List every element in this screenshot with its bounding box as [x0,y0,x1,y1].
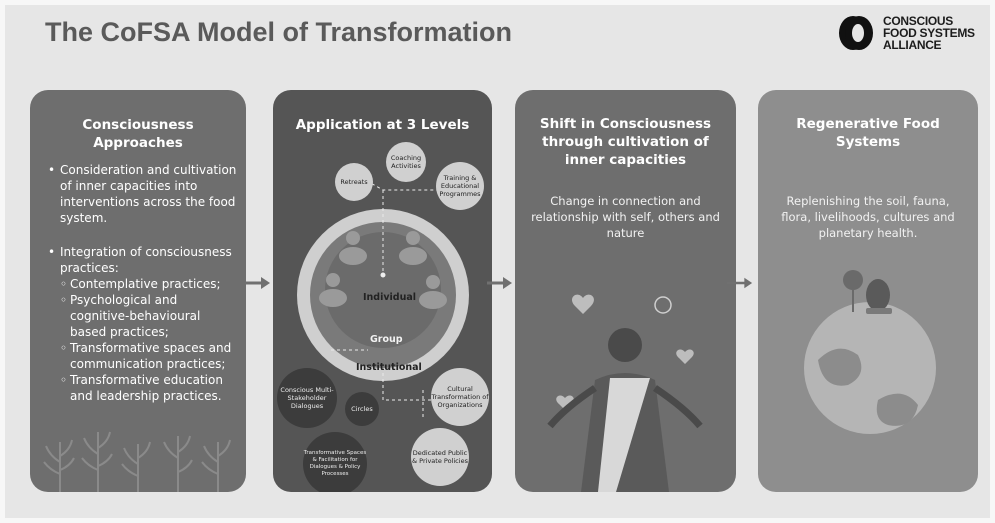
node-transformative-spaces: Transformative Spaces & Facilitation for… [303,432,367,492]
bullet-item: Integration of consciousness practices: [48,244,238,276]
level-individual: Individual [363,292,417,303]
logo-ring-icon [837,14,875,52]
node-retreats: Retreats [335,163,373,201]
diagram-canvas: The CoFSA Model of Transformation CONSCI… [5,5,990,518]
panel-description: Change in connection and relationship wi… [531,194,720,240]
node-training: Training & Educational Programmes [436,162,484,210]
sub-bullet-item: Transformative spaces and communication … [48,340,238,372]
arrow-right-icon [727,277,753,289]
panel-title: Shift in Consciousness through cultivati… [539,116,712,168]
level-group: Group [370,334,403,345]
sub-bullet-item: Psychological and cognitive-behavioural … [48,292,238,340]
cofsa-logo: CONSCIOUS FOOD SYSTEMS ALLIANCE [837,11,975,55]
node-coaching: Coaching Activities [386,142,426,182]
panel-title: Application at 3 Levels [295,117,470,133]
sub-bullet-item: Transformative education and leadership … [48,372,238,404]
level-institutional: Institutional [356,362,422,373]
arrow-right-icon [487,277,512,289]
panel-shift-in-consciousness: Shift in Consciousness through cultivati… [515,90,736,492]
node-multi-stakeholder: Conscious Multi-Stakeholder Dialogues [277,368,337,428]
node-circles: Circles [345,392,379,426]
logo-line-1: CONSCIOUS [883,14,953,28]
panel-application-3-levels: Application at 3 Levels Individual Group… [273,90,492,492]
panel-title: Regenerative Food Systems [796,116,940,150]
levels-rings-illustration [297,171,469,420]
panel-regenerative-food-systems: Regenerative Food Systems Replenishing t… [758,90,978,492]
logo-line-3: ALLIANCE [883,38,942,52]
panel-consciousness-approaches: Consciousness Approaches Consideration a… [30,90,246,492]
arrow-right-icon [245,277,270,289]
bullet-list: Consideration and cultivation of inner c… [48,162,238,404]
diagram-title: The CoFSA Model of Transformation [45,17,513,47]
node-public-private-policies: Dedicated Public & Private Policies [411,428,469,486]
crop-plants-illustration [43,431,231,492]
node-cultural-transformation: Cultural Transformation of Organizations [431,368,489,426]
bullet-item: Consideration and cultivation of inner c… [48,162,238,226]
logo-text: CONSCIOUS FOOD SYSTEMS ALLIANCE [883,15,975,51]
panel-description: Replenishing the soil, fauna, flora, liv… [781,194,955,240]
woman-meditating-illustration [547,294,703,492]
sub-bullet-item: Contemplative practices; [48,276,238,292]
panel-title: Consciousness Approaches [82,117,194,151]
earth-globe-illustration [804,270,936,434]
logo-line-2: FOOD SYSTEMS [883,26,975,40]
